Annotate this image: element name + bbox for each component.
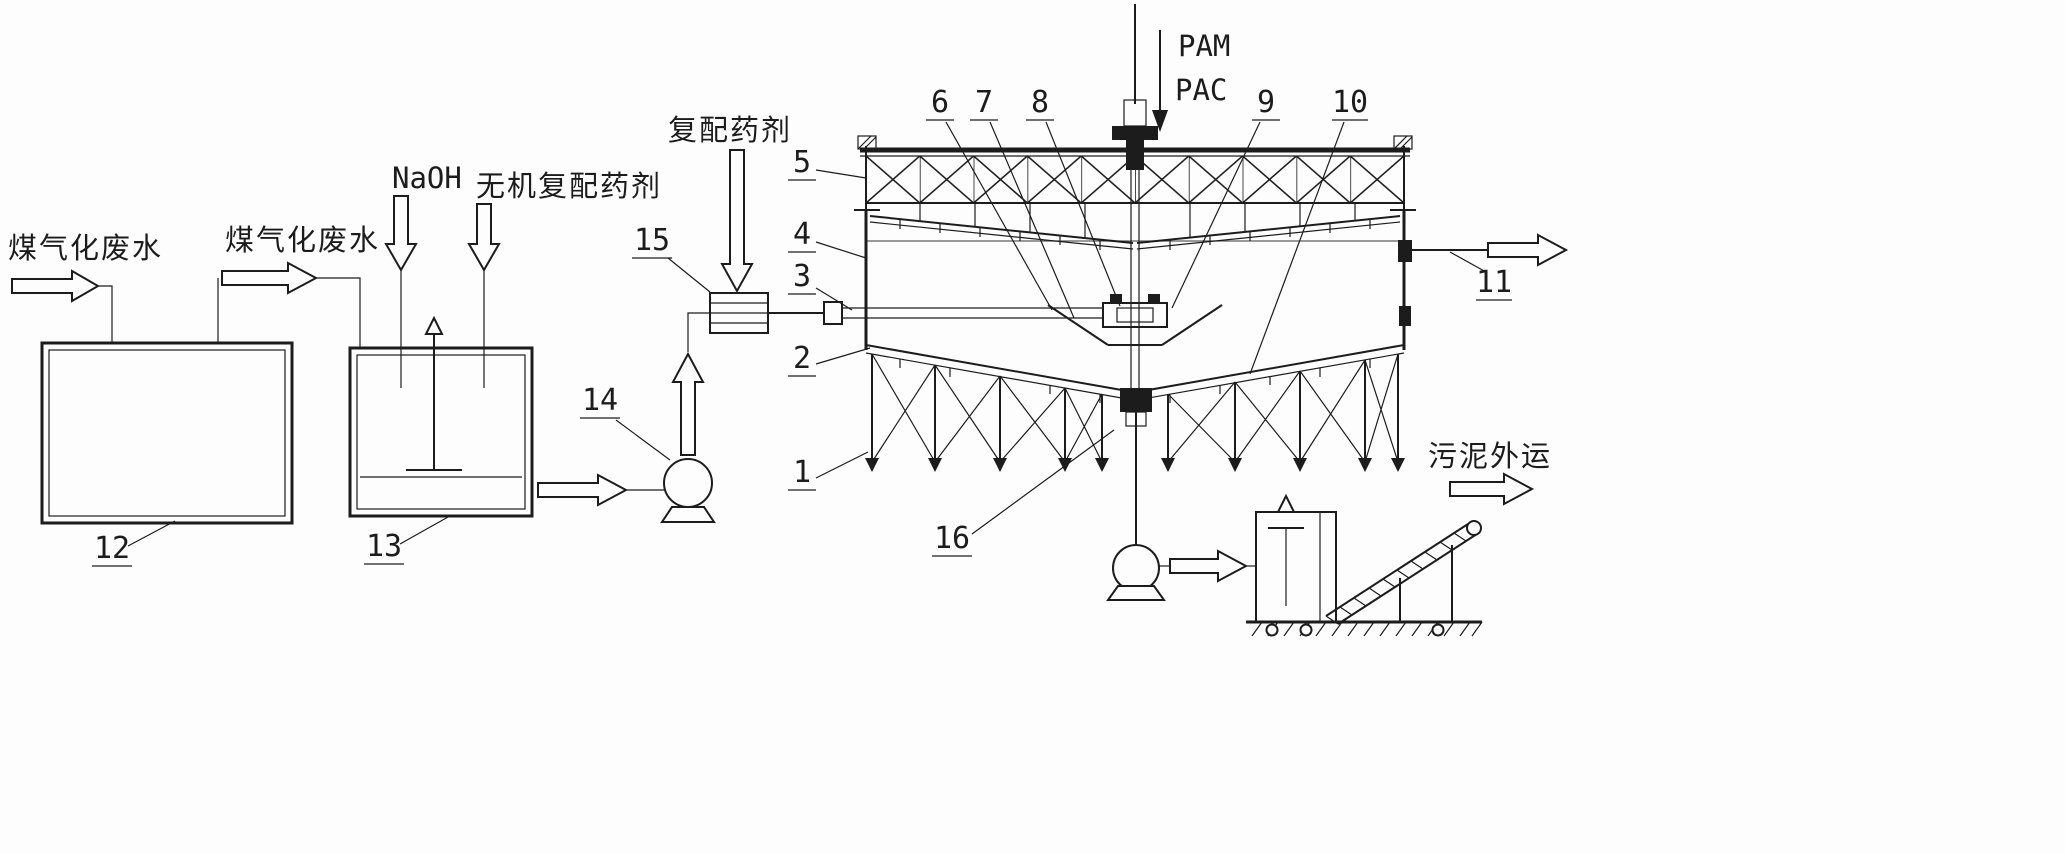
feed-left-label: 煤气化废水	[8, 231, 163, 265]
compound-agent-label: 复配药剂	[668, 113, 792, 147]
static-mixer-15: 15	[632, 223, 769, 334]
naoh-dosing: NaOH	[384, 161, 462, 388]
part-numbers-top: 6 7 8 9 10	[926, 85, 1368, 375]
discharge-conveyor	[1325, 520, 1482, 625]
press-vent-icon	[1276, 493, 1296, 513]
machine-base	[1246, 620, 1483, 637]
vent-icon	[424, 315, 444, 335]
part-number-7: 7	[975, 85, 993, 120]
conveyor-pulley	[1466, 520, 1482, 536]
effluent-outlet: 11	[1412, 233, 1569, 301]
part-number-16: 16	[934, 521, 970, 556]
support-trestle	[865, 353, 1405, 472]
riser-arrow-icon	[671, 351, 705, 456]
effluent-arrow-icon	[1487, 233, 1569, 267]
feed-inlet-left: 煤气化废水	[8, 231, 163, 343]
part-number-1: 1	[793, 455, 811, 490]
pac-label: PAC	[1175, 73, 1227, 107]
pipe-flange	[823, 301, 843, 325]
naoh-arrow-icon	[384, 195, 418, 273]
feed-mid-arrow-icon	[221, 261, 319, 295]
part-number-6: 6	[931, 85, 949, 120]
part-number-12: 12	[94, 531, 130, 566]
pam-pac-arrow-icon	[1152, 110, 1168, 132]
clarifier	[854, 4, 1416, 427]
part-number-13: 13	[366, 529, 402, 564]
underflow-line: 16	[932, 412, 1249, 601]
sludge-out-arrow-icon	[1449, 472, 1535, 506]
naoh-label: NaOH	[392, 161, 462, 195]
sludge-arrow-icon	[1169, 549, 1249, 583]
wheel-icon	[1299, 623, 1313, 637]
compound-agent-arrow-icon	[720, 149, 754, 294]
part-number-9: 9	[1257, 85, 1275, 120]
pam-pac-dosing: PAM PAC	[1152, 29, 1230, 132]
part-number-10: 10	[1332, 85, 1368, 120]
tank13-outlet-arrow-icon	[537, 473, 629, 507]
feed-mid-label: 煤气化废水	[225, 223, 380, 257]
wheel-icon	[1265, 623, 1279, 637]
sludge-out-label: 污泥外运	[1428, 439, 1552, 473]
part-number-4: 4	[793, 217, 811, 252]
dewatering-unit	[1246, 493, 1483, 637]
rake-arms	[869, 203, 1401, 250]
sludge-pump-base	[1106, 585, 1166, 601]
transfer-pump-14: 14	[537, 312, 716, 523]
wheel-icon	[1431, 623, 1445, 637]
part-number-3: 3	[793, 259, 811, 294]
feedwell	[1047, 294, 1223, 346]
part-number-11: 11	[1476, 265, 1512, 300]
feed-left-arrow-icon	[11, 269, 101, 303]
inorganic-agent-arrow-icon	[467, 203, 501, 273]
part-numbers-left: 5 4 3 2 1	[788, 145, 871, 491]
part-number-5: 5	[793, 145, 811, 180]
pump-14-base	[660, 506, 716, 523]
underflow-box	[1120, 388, 1152, 412]
clarifier-feed-pipe	[768, 301, 1104, 325]
storage-tank-12: 12	[40, 341, 294, 567]
feed-inlet-mid: 煤气化废水	[217, 223, 380, 348]
compound-agent-dosing: 复配药剂	[668, 113, 792, 294]
part-number-15: 15	[634, 223, 670, 258]
wall-fitting	[1399, 306, 1411, 326]
sludge-pump-body	[1112, 544, 1160, 592]
inorganic-agent-dosing: 无机复配药剂	[467, 169, 662, 388]
mixing-tank-13: 13	[348, 315, 534, 565]
pam-label: PAM	[1178, 29, 1230, 63]
part-number-14: 14	[582, 383, 618, 418]
part-number-2: 2	[793, 341, 811, 376]
inorganic-agent-label: 无机复配药剂	[476, 169, 662, 203]
effluent-flange	[1398, 240, 1412, 262]
sludge-out: 污泥外运	[1428, 439, 1552, 506]
part-number-8: 8	[1031, 85, 1049, 120]
pump-14-body	[663, 458, 713, 508]
leg-anchor-arrows	[865, 458, 1405, 472]
